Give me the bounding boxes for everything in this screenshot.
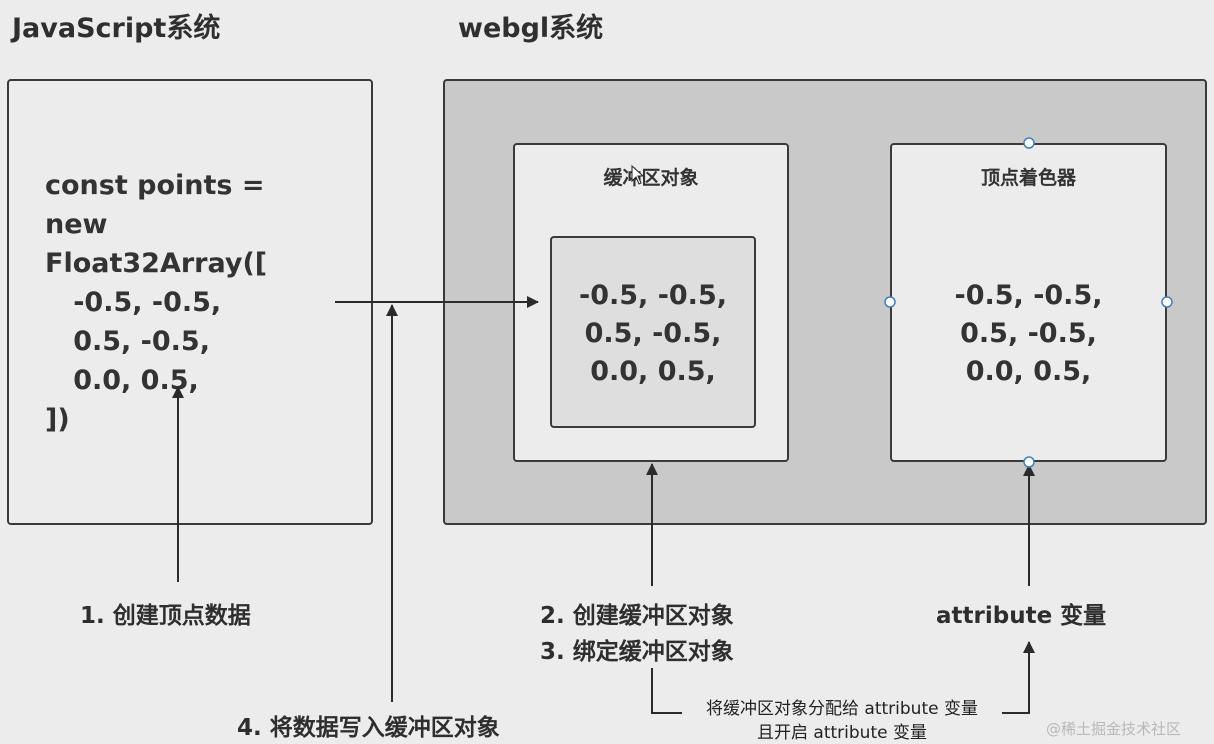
selection-handle[interactable] [1161, 296, 1173, 308]
step2-label: 2. 创建缓冲区对象 [540, 603, 734, 629]
buffer-value-line: 0.5, -0.5, [584, 318, 722, 349]
cursor-icon [631, 164, 645, 185]
note-bracket [651, 668, 682, 714]
webgl-system-heading: webgl系统 [458, 13, 604, 44]
note-line1: 将缓冲区对象分配给 attribute 变量 [706, 699, 978, 719]
js-system-heading: JavaScript系统 [12, 13, 221, 44]
buffer-value-line: -0.5, -0.5, [579, 280, 727, 311]
watermark: @稀土掘金技术社区 [1046, 720, 1182, 738]
code-line: 0.5, -0.5, [45, 326, 210, 357]
shader-value-line: 0.5, -0.5, [960, 318, 1097, 349]
vertex-shader-title: 顶点着色器 [980, 167, 1076, 189]
vertex-shader-box [890, 143, 1167, 462]
shader-value-line: 0.0, 0.5, [965, 356, 1092, 387]
shader-value-line: -0.5, -0.5, [954, 280, 1103, 311]
selection-handle[interactable] [1023, 137, 1035, 149]
js-system-box [7, 79, 373, 525]
code-line: const points = [45, 170, 265, 201]
step1-label: 1. 创建顶点数据 [80, 603, 251, 629]
code-line: ]) [45, 404, 70, 435]
code-line: Float32Array([ [45, 248, 268, 279]
step3-label: 3. 绑定缓冲区对象 [540, 639, 734, 665]
step4-label: 4. 将数据写入缓冲区对象 [237, 715, 500, 741]
code-line: new [45, 209, 108, 240]
note-to-attribute-arrow [1002, 641, 1035, 714]
buffer-value-line: 0.0, 0.5, [590, 356, 716, 387]
code-line: 0.0, 0.5, [45, 365, 199, 396]
buffer-data-box [550, 236, 756, 428]
note-line2: 且开启 attribute 变量 [757, 723, 927, 743]
attribute-label: attribute 变量 [936, 603, 1107, 629]
selection-handle[interactable] [1023, 456, 1035, 468]
buffer-object-title: 缓冲区对象 [603, 167, 699, 189]
selection-handle[interactable] [884, 296, 896, 308]
code-line: -0.5, -0.5, [45, 287, 222, 318]
